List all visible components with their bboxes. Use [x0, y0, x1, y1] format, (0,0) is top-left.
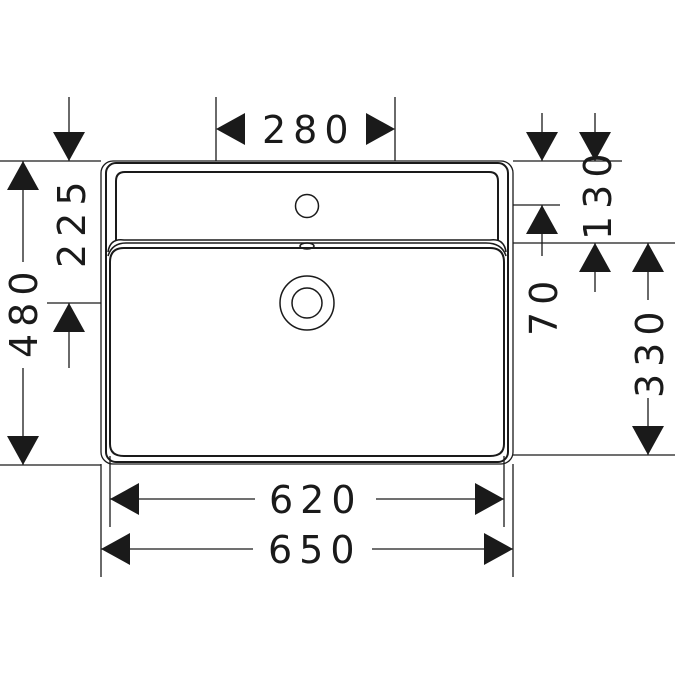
- tap-hole-circle: [294, 193, 320, 219]
- drain-ring: [279, 275, 335, 331]
- basin-outline: [100, 160, 514, 465]
- dim-280: 280: [216, 108, 395, 152]
- dim-label-70: 70: [522, 274, 566, 336]
- dim-620: 620: [110, 478, 504, 522]
- bowl: [109, 247, 505, 457]
- dim-130: 130: [576, 113, 620, 292]
- dim-330: 330: [628, 243, 672, 455]
- dim-480: 480: [2, 161, 46, 465]
- dim-70: 70: [522, 113, 566, 336]
- dim-label-130: 130: [576, 146, 620, 240]
- dim-label-330: 330: [628, 304, 672, 398]
- dim-label-280: 280: [262, 108, 356, 152]
- overflow-slot: [299, 242, 315, 250]
- dim-label-620: 620: [269, 478, 363, 522]
- dim-650: 650: [101, 528, 513, 572]
- dim-225: 225: [50, 97, 94, 368]
- dim-label-650: 650: [268, 528, 362, 572]
- dim-label-480: 480: [2, 264, 46, 358]
- dim-label-225: 225: [50, 174, 94, 268]
